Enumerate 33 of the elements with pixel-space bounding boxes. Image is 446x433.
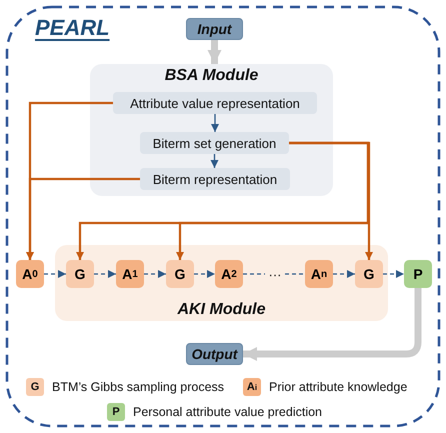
legend-text: Prior attribute knowledge	[269, 380, 408, 394]
ellipsis: ···	[265, 264, 285, 284]
connector-arrow	[26, 178, 140, 260]
module-panel	[55, 245, 388, 321]
io-box: Input	[186, 18, 243, 40]
module-panel	[90, 64, 333, 196]
frame-title: PEARL	[35, 15, 110, 41]
legend-text: BTM’s Gibbs sampling process	[52, 380, 224, 394]
connector-arrow	[333, 270, 355, 278]
process-box: Attribute value representation	[113, 92, 317, 114]
prediction-box: P	[404, 260, 432, 288]
legend-swatch: G	[26, 378, 44, 396]
connector-arrow	[194, 270, 215, 278]
connector-arrow	[44, 270, 66, 278]
module-title: BSA Module	[164, 67, 260, 85]
connector-arrow	[211, 114, 219, 132]
connector-arrow	[144, 270, 166, 278]
connector-arrow	[76, 142, 370, 260]
io-box: Output	[186, 343, 243, 365]
legend-text: Personal attribute value prediction	[133, 405, 322, 419]
connector-arrow	[383, 270, 404, 278]
flow-arrow	[243, 288, 422, 361]
sampling-box: G	[355, 260, 383, 288]
dashed-frame	[5, 5, 441, 428]
flow-arrow	[208, 40, 222, 64]
connector-arrow	[210, 154, 218, 168]
process-box: Biterm set generation	[140, 132, 289, 154]
sampling-box: G	[166, 260, 194, 288]
module-title: AKI Module	[176, 301, 266, 319]
sampling-box: G	[66, 260, 94, 288]
connector-arrow	[94, 270, 116, 278]
process-box: Biterm representation	[140, 168, 290, 190]
legend-swatch: P	[107, 403, 125, 421]
